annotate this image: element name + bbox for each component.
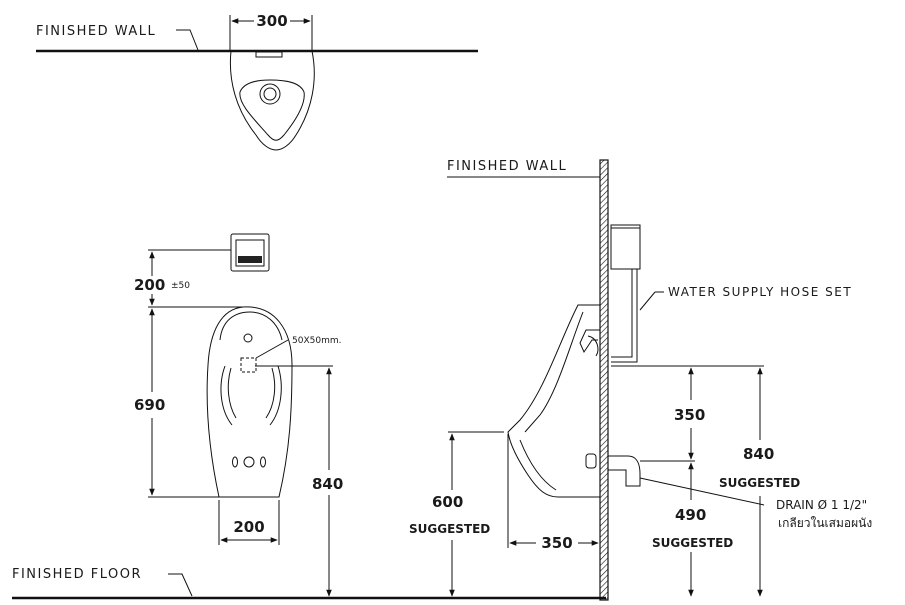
front-right-curve-inner [265,367,276,419]
sensor-offset-dim: 200 [134,276,165,294]
side-inlet-spreader [579,329,600,354]
top-wall-leader [176,29,199,51]
depth-350-dim: 350 [541,534,572,552]
height-690-dim: 690 [134,396,165,414]
front-view: 200 ±50 690 50X50mm. 200 840 [134,233,343,597]
front-inlet-hole [243,333,253,343]
top-view: FINISHED WALL 300 [36,12,478,151]
front-left-curve-inner [227,367,237,419]
top-bowl-inner [239,79,305,141]
drain-leader [639,477,765,506]
side-urinal-inner [524,311,584,433]
height-840-front-dim: 840 [312,475,343,493]
drain-label: DRAIN Ø 1 1/2" [776,498,867,512]
top-inlet [255,51,283,58]
height-600-dim: 600 [432,493,463,511]
sensor-box-outer [230,233,270,272]
side-urinal-body [507,304,600,498]
height-840-side-dim: 840 [743,445,774,463]
sensor-size-label: 50X50mm. [292,336,341,346]
top-drain-inner [263,87,277,101]
front-right-curve [269,365,282,426]
top-bowl-outer [229,50,315,151]
floor-leader [168,573,193,597]
sensor-size-leader [255,339,289,359]
sensor-window [238,256,262,263]
side-wall [599,159,609,601]
mount-hole-left [232,456,238,468]
front-urinal-rim [219,311,283,341]
side-trap [585,453,597,469]
side-view: FINISHED WALL WATER SUPPLY HOSE SET DRAI… [409,159,872,601]
top-drain-outer [259,83,281,105]
base-width-dim: 200 [233,518,264,536]
sensor-cutout [240,357,257,373]
finished-floor-label: FINISHED FLOOR [12,567,142,582]
mount-hole-center [243,456,255,468]
water-supply-label: WATER SUPPLY HOSE SET [668,285,852,299]
front-left-curve [220,365,233,426]
front-urinal-body [206,306,293,498]
suggested-490: SUGGESTED [652,536,733,550]
sensor-tolerance: ±50 [171,281,190,291]
floor: FINISHED FLOOR [12,567,606,600]
supply-hose-b [611,269,638,363]
sensor-box-inner [235,239,265,267]
suggested-600: SUGGESTED [409,522,490,536]
finished-wall-side-label: FINISHED WALL [447,159,567,174]
height-490-dim: 490 [675,506,706,524]
drain-thai-label: เกลียวในเสมอผนัง [778,516,872,530]
height-350-dim: 350 [674,406,705,424]
top-width-dim: 300 [256,12,287,30]
supply-leader-a [639,291,656,311]
supply-hose-a [611,269,633,358]
suggested-840: SUGGESTED [719,476,800,490]
flush-valve-box [610,224,641,270]
mount-hole-right [260,456,266,468]
finished-wall-top-label: FINISHED WALL [36,24,156,39]
side-bowl-curve [519,439,557,491]
drain-pipe [608,455,641,487]
side-inlet-pipe [587,335,599,357]
